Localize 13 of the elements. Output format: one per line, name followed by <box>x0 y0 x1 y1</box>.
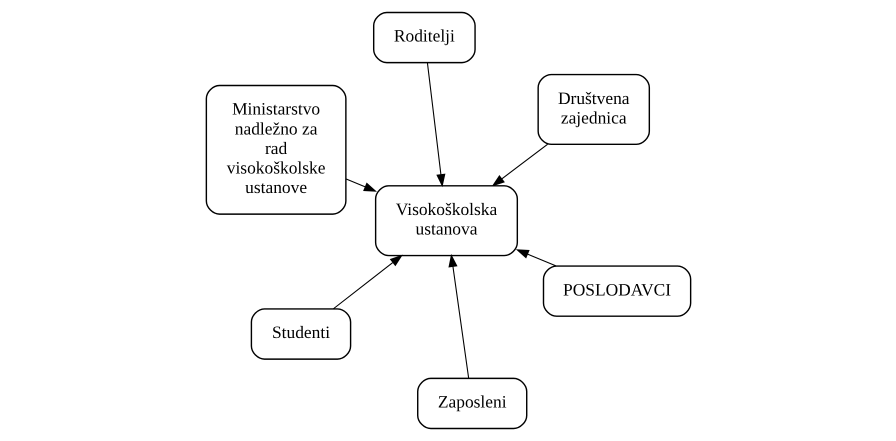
arrow <box>515 249 556 266</box>
node-box: Studenti <box>250 308 351 360</box>
arrow <box>426 62 445 188</box>
arrow <box>345 178 376 192</box>
node-box: Roditelji <box>372 12 476 64</box>
node-box: Društvena zajednica <box>536 74 650 146</box>
node-box: Visokoškolska ustanova <box>374 185 518 256</box>
node-box: POSLODAVCI <box>542 265 691 317</box>
node-box: Zaposleni <box>416 378 527 430</box>
arrow <box>448 254 469 378</box>
arrow <box>491 144 548 187</box>
arrow <box>332 254 402 310</box>
node-box: Ministarstvo nadležno za rad visokoškolske ustanove <box>205 84 346 215</box>
